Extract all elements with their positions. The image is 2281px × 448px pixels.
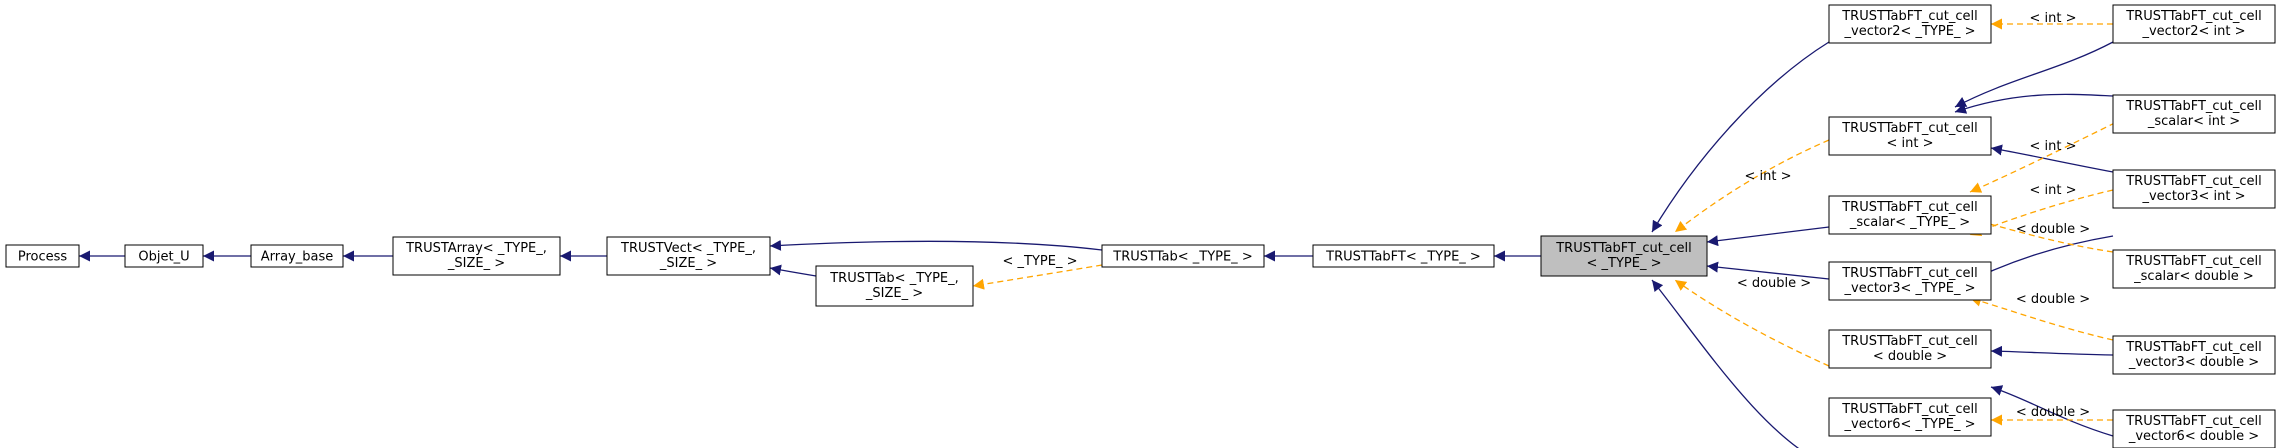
node-label-line2: < int >	[1887, 136, 1934, 151]
node-cut_cell[interactable]: TRUSTTabFT_cut_cell < _TYPE_ >	[1540, 235, 1708, 277]
node-scalar_int[interactable]: TRUSTTabFT_cut_cell _scalar< int >	[2112, 94, 2276, 134]
node-vec2_int[interactable]: TRUSTTabFT_cut_cell _vector2< int >	[2112, 4, 2276, 44]
node-label: TRUSTTab< _TYPE_ >	[1112, 250, 1252, 265]
edge-vec3_int-cc_int	[1990, 144, 2114, 173]
edge-label-cc_double: < double >	[1737, 276, 1811, 291]
node-cc_double[interactable]: TRUSTTabFT_cut_cell < double >	[1828, 329, 1992, 369]
edge-scalar_type-cut_cell	[1706, 226, 1830, 247]
node-label-line1: TRUSTTabFT_cut_cell	[2125, 254, 2262, 269]
node-label: Array_base	[261, 250, 334, 265]
edge-trusttab-trustvect	[769, 239, 1103, 251]
node-vec6_double[interactable]: TRUSTTabFT_cut_cell _vector6< double >	[2112, 409, 2276, 448]
edge-cc_int-cut_cell	[1674, 139, 1830, 233]
node-objet_u[interactable]: Objet_U	[124, 244, 204, 268]
edge-scalar_int-cc_int	[1954, 93, 2114, 114]
node-vec2_type[interactable]: TRUSTTabFT_cut_cell _vector2< _TYPE_ >	[1828, 4, 1992, 44]
node-trusttab_size[interactable]: TRUSTTab< _TYPE_, _SIZE_ >	[815, 265, 974, 307]
node-label-line2: _vector6< double >	[2128, 429, 2259, 444]
node-vec3_type[interactable]: TRUSTTabFT_cut_cell _vector3< _TYPE_ >	[1828, 261, 1992, 301]
edge-vec2_type-cut_cell	[1651, 41, 1830, 233]
node-label-line1: TRUSTTabFT_cut_cell	[2125, 414, 2262, 429]
node-trusttab[interactable]: TRUSTTab< _TYPE_ >	[1101, 244, 1265, 268]
edge-label-scalar_double: < double >	[2016, 222, 2090, 237]
node-vec3_int[interactable]: TRUSTTabFT_cut_cell _vector3< int >	[2112, 169, 2276, 209]
node-label-line1: TRUSTTabFT_cut_cell	[1841, 266, 1978, 281]
edge-vec3_type-cut_cell	[1706, 261, 1830, 280]
node-label-line1: TRUSTTabFT_cut_cell	[1555, 241, 1692, 256]
node-label: Objet_U	[138, 250, 189, 265]
node-label-line2: _SIZE_ >	[659, 256, 717, 271]
edge-trusttab-trusttab_size	[972, 264, 1103, 290]
node-trusttabft[interactable]: TRUSTTabFT< _TYPE_ >	[1312, 244, 1495, 268]
node-label-line1: TRUSTTabFT_cut_cell	[1841, 121, 1978, 136]
edge-label-vec3_double: < double >	[2016, 292, 2090, 307]
node-label-line2: _scalar< double >	[2133, 269, 2254, 284]
node-label: TRUSTTabFT< _TYPE_ >	[1325, 250, 1481, 265]
edge-cc_double-cut_cell	[1674, 279, 1830, 367]
node-label-line2: < double >	[1873, 349, 1947, 364]
node-label-line1: TRUSTTabFT_cut_cell	[2125, 174, 2262, 189]
edge-label-vec6_double: < double >	[2016, 405, 2090, 420]
node-label-line1: TRUSTVect< _TYPE_,	[620, 241, 756, 256]
edge-vec2_int-cc_int	[1954, 41, 2114, 108]
node-scalar_type[interactable]: TRUSTTabFT_cut_cell _scalar< _TYPE_ >	[1828, 195, 1992, 235]
node-vec3_double[interactable]: TRUSTTabFT_cut_cell _vector3< double >	[2112, 335, 2276, 375]
edge-label-vec2_int: < int >	[2030, 11, 2077, 26]
node-vec6_type[interactable]: TRUSTTabFT_cut_cell _vector6< _TYPE_ >	[1828, 397, 1992, 437]
node-label-line1: TRUSTArray< _TYPE_,	[405, 241, 547, 256]
edge-vec3_double-cc_double	[1990, 345, 2114, 357]
edge-vec6_type-cut_cell	[1651, 279, 1800, 448]
node-label-line2: _SIZE_ >	[447, 256, 505, 271]
edge-vec3_double-vec3_type	[1969, 295, 2114, 341]
node-label-line2: _scalar< int >	[2147, 114, 2240, 129]
node-label: Process	[18, 250, 68, 265]
node-label-line1: TRUSTTabFT_cut_cell	[1841, 9, 1978, 24]
node-label-line2: _vector2< int >	[2141, 24, 2245, 39]
node-process[interactable]: Process	[5, 244, 80, 268]
edge-label-trusttab-trusttab_size: < _TYPE_ >	[1003, 254, 1078, 269]
node-trustarray[interactable]: TRUSTArray< _TYPE_, _SIZE_ >	[392, 236, 561, 276]
edge-scalar_double-scalar_type	[1974, 217, 2114, 253]
node-label-line1: TRUSTTabFT_cut_cell	[1841, 200, 1978, 215]
node-label-line2: _vector2< _TYPE_ >	[1844, 24, 1976, 39]
node-label-line1: TRUSTTabFT_cut_cell	[2125, 9, 2262, 24]
node-label-line2: _scalar< _TYPE_ >	[1849, 215, 1970, 230]
node-label-line1: TRUSTTabFT_cut_cell	[1841, 334, 1978, 349]
node-label-line2: _vector3< double >	[2128, 355, 2259, 370]
edge-vec6_double-cc_double	[1990, 385, 2114, 437]
edge-label-scalar_int: < int >	[2030, 139, 2077, 154]
edge-label-vec3_int: < int >	[2030, 183, 2077, 198]
node-label-line2: _vector3< _TYPE_ >	[1844, 281, 1976, 296]
node-label-line2: _SIZE_ >	[865, 286, 923, 301]
node-label-line1: TRUSTTab< _TYPE_,	[829, 271, 959, 286]
edge-label-cc_int: < int >	[1745, 169, 1792, 184]
node-trustvect[interactable]: TRUSTVect< _TYPE_, _SIZE_ >	[606, 236, 771, 276]
node-label-line2: < _TYPE_ >	[1587, 256, 1662, 271]
node-label-line1: TRUSTTabFT_cut_cell	[2125, 99, 2262, 114]
node-array_base[interactable]: Array_base	[250, 244, 344, 268]
node-label-line1: TRUSTTabFT_cut_cell	[1841, 402, 1978, 417]
node-label-line2: _vector6< _TYPE_ >	[1844, 417, 1976, 432]
edge-trusttab_size-trustvect	[769, 264, 817, 277]
node-label-line2: _vector3< int >	[2141, 189, 2245, 204]
node-label-line1: TRUSTTabFT_cut_cell	[2125, 340, 2262, 355]
node-cc_int[interactable]: TRUSTTabFT_cut_cell < int >	[1828, 116, 1992, 156]
node-scalar_double[interactable]: TRUSTTabFT_cut_cell _scalar< double >	[2112, 249, 2276, 289]
